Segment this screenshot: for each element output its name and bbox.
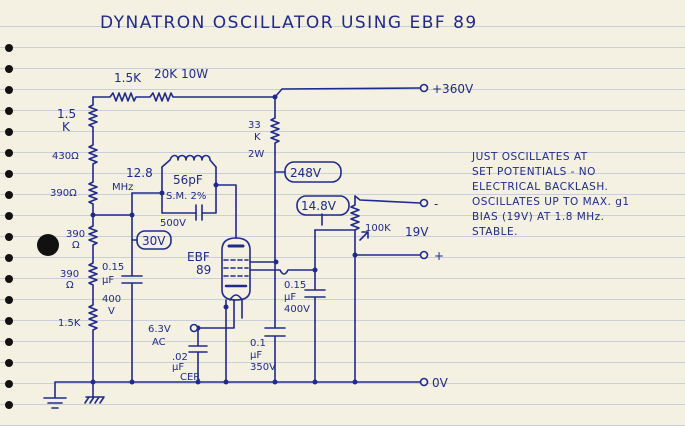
v30-badge: 30V xyxy=(142,234,166,248)
r-left4-label: 390 xyxy=(66,229,85,240)
tuned-cap-voltage: 500V xyxy=(160,218,186,229)
tuned-cap-type: S.M. 2% xyxy=(166,191,206,202)
r-left1-label: 1.5 xyxy=(57,107,76,121)
note-line: ELECTRICAL BACKLASH. xyxy=(472,181,608,193)
r-left5-unit: Ω xyxy=(66,280,74,291)
c4-unit: μF xyxy=(172,362,184,373)
c1-voltage-unit: V xyxy=(108,306,115,317)
ebf89-tube-icon xyxy=(221,237,251,301)
zero-volt-label: 0V xyxy=(432,376,449,390)
c2-voltage: 400V xyxy=(284,304,310,315)
r-left1-unit: K xyxy=(62,120,71,134)
pot-wiper-arrow-icon xyxy=(359,231,369,241)
tuned-unit-label: MHz xyxy=(112,182,133,193)
heater-voltage: 6.3V xyxy=(148,324,171,335)
heater-ac: AC xyxy=(152,337,166,348)
terminals xyxy=(189,83,429,387)
r-left2-label: 430Ω xyxy=(52,151,79,162)
c2-value: 0.15 xyxy=(284,280,306,291)
c1-unit: μF xyxy=(102,275,114,286)
note-line: JUST OSCILLATES AT xyxy=(471,151,588,163)
binder-holes xyxy=(5,44,59,409)
r-top2-label: 20K 10W xyxy=(154,67,208,81)
voltage-bubbles xyxy=(136,161,350,250)
note-line: STABLE. xyxy=(472,226,518,238)
r-left3-label: 390Ω xyxy=(50,188,77,199)
v148-badge: 14.8V xyxy=(301,199,337,213)
tuned-cap-label: 56pF xyxy=(173,173,203,187)
notes: JUST OSCILLATES AT SET POTENTIALS - NO E… xyxy=(471,151,630,238)
c4-type: CER xyxy=(180,372,200,383)
bias-19v-label: 19V xyxy=(405,225,429,239)
r-anode-watts: 2W xyxy=(248,149,264,160)
v248-badge: 248V xyxy=(290,166,322,180)
r-anode-label: 33 xyxy=(248,120,261,131)
c2-unit: μF xyxy=(284,292,296,303)
r-left5-label: 390 xyxy=(60,269,79,280)
junction-dots xyxy=(90,94,358,385)
c3-voltage: 350V xyxy=(250,362,276,373)
c3-unit: μF xyxy=(250,350,262,361)
r-anode-unit: K xyxy=(254,132,261,143)
c1-voltage: 400 xyxy=(102,294,121,305)
note-line: OSCILLATES UP TO MAX. g1 xyxy=(472,196,630,208)
tube-label: EBF xyxy=(187,250,210,264)
c4-value: .02 xyxy=(172,352,188,363)
plus-terminal-label: + xyxy=(434,249,444,263)
minus-terminal-label: - xyxy=(434,197,438,211)
diagram-title: DYNATRON OSCILLATOR USING EBF 89 xyxy=(100,13,478,33)
tuned-freq-label: 12.8 xyxy=(126,166,153,180)
pot-label: 100K xyxy=(365,223,391,234)
note-line: BIAS (19V) AT 1.8 MHz. xyxy=(472,211,605,223)
c3-value: 0.1 xyxy=(250,338,266,349)
wiring xyxy=(43,87,421,409)
plus-360v-label: +360V xyxy=(432,82,474,96)
c1-value: 0.15 xyxy=(102,262,124,273)
r-left4-unit: Ω xyxy=(72,240,80,251)
r-left6-label: 1.5K xyxy=(58,318,81,329)
tube-number: 89 xyxy=(196,263,211,277)
note-line: SET POTENTIALS - NO xyxy=(472,166,596,178)
r-top1-label: 1.5K xyxy=(114,71,142,85)
